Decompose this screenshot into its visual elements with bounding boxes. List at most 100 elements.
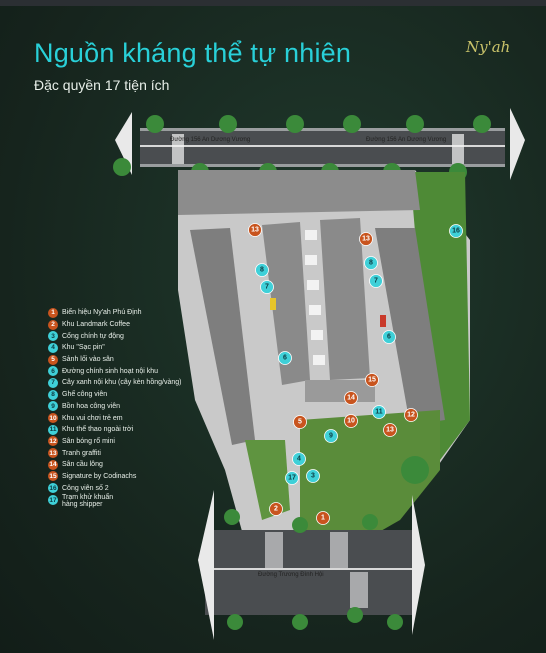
legend-label: Công viên số 2 xyxy=(62,484,109,492)
legend-number: 15 xyxy=(48,471,58,482)
legend-number: 17 xyxy=(48,495,58,505)
map-marker-1: 1 xyxy=(316,511,330,525)
legend-label: Khu "Sạc pin" xyxy=(62,344,105,352)
svg-text:7: 7 xyxy=(374,278,378,285)
legend-number: 7 xyxy=(48,377,58,388)
svg-text:6: 6 xyxy=(387,334,391,341)
legend-label: Signature by Codinachs xyxy=(62,472,137,480)
legend-label: Cổng chính tự động xyxy=(62,332,124,340)
map-marker-13: 13 xyxy=(359,232,373,246)
legend-item-9: 9 Bồn hoa công viên xyxy=(48,401,208,413)
legend-label: Khu Landmark Coffee xyxy=(62,321,130,329)
svg-text:14: 14 xyxy=(347,395,355,402)
page-title: Nguồn kháng thể tự nhiên xyxy=(34,38,352,68)
map-marker-4: 4 xyxy=(292,452,306,466)
svg-text:16: 16 xyxy=(452,228,460,235)
trees-bottom xyxy=(224,456,429,630)
map-marker-12: 12 xyxy=(404,408,418,422)
map-marker-6: 6 xyxy=(382,330,396,344)
map-marker-8: 8 xyxy=(364,256,378,270)
legend-item-16: 16 Công viên số 2 xyxy=(48,482,208,494)
legend-item-8: 8 Ghế công viên xyxy=(48,389,208,401)
legend-label: Khu vui chơi trẻ em xyxy=(62,414,123,422)
svg-text:15: 15 xyxy=(368,377,376,384)
legend-number: 10 xyxy=(48,413,58,424)
map-marker-8: 8 xyxy=(255,263,269,277)
garden-right xyxy=(410,172,470,460)
legend-label: Sảnh lối vào sân xyxy=(62,356,114,364)
legend-number: 1 xyxy=(48,307,58,318)
map-marker-6: 6 xyxy=(278,351,292,365)
legend-number: 5 xyxy=(48,354,58,365)
top-bar xyxy=(0,0,546,6)
legend-number: 6 xyxy=(48,366,58,377)
svg-text:6: 6 xyxy=(283,355,287,362)
svg-text:5: 5 xyxy=(298,419,302,426)
svg-text:8: 8 xyxy=(369,260,373,267)
legend-number: 16 xyxy=(48,483,58,494)
legend-item-7: 7 Cây xanh nội khu (cây kèn hồng/vàng) xyxy=(48,377,208,389)
legend-number: 12 xyxy=(48,436,58,447)
svg-text:17: 17 xyxy=(288,475,296,482)
svg-text:13: 13 xyxy=(386,427,394,434)
legend-item-14: 14 Sân cầu lông xyxy=(48,459,208,471)
map-markers: 13 13 8 8 7 7 16 6 6 15 14 11 12 5 10 9 13 4 17 3 2 1 xyxy=(248,223,463,525)
road-label-top-right: Đường 156 An Dương Vương xyxy=(366,137,446,143)
legend-number: 2 xyxy=(48,319,58,330)
svg-text:13: 13 xyxy=(362,236,370,243)
map-marker-13: 13 xyxy=(383,423,397,437)
map-marker-7: 7 xyxy=(260,280,274,294)
car-red xyxy=(380,315,386,327)
svg-text:8: 8 xyxy=(260,267,264,274)
park-left xyxy=(245,440,290,520)
legend-number: 3 xyxy=(48,331,58,342)
bottom-road xyxy=(198,490,425,640)
map-marker-17: 17 xyxy=(285,471,299,485)
legend-label: Sân cầu lông xyxy=(62,461,103,469)
map-marker-3: 3 xyxy=(306,469,320,483)
map-marker-7: 7 xyxy=(369,274,383,288)
map-marker-16: 16 xyxy=(449,224,463,238)
svg-text:4: 4 xyxy=(297,456,301,463)
legend-label: Đường chính sinh hoạt nội khu xyxy=(62,367,159,375)
svg-text:13: 13 xyxy=(251,227,259,234)
legend-item-5: 5 Sảnh lối vào sân xyxy=(48,354,208,366)
park-bottom xyxy=(300,410,440,560)
road-label-top-left: Đường 156 An Dương Vương xyxy=(170,137,250,143)
page-subtitle: Đặc quyền 17 tiện ích xyxy=(34,77,170,93)
map-marker-9: 9 xyxy=(324,429,338,443)
legend-label-line2: hàng shipper xyxy=(62,501,103,508)
legend-number: 8 xyxy=(48,389,58,400)
brand-logo: Ny'ah xyxy=(466,38,511,56)
svg-text:1: 1 xyxy=(321,515,325,522)
legend-label: Bồn hoa công viên xyxy=(62,402,120,410)
map-marker-14: 14 xyxy=(344,391,358,405)
legend-item-15: 15 Signature by Codinachs xyxy=(48,471,208,483)
legend-label: Cây xanh nội khu (cây kèn hồng/vàng) xyxy=(62,379,182,387)
legend-label-line1: Trạm khử khuẩn xyxy=(62,494,114,501)
roof-dividers xyxy=(305,230,325,365)
map-marker-10: 10 xyxy=(344,414,358,428)
legend-label: Ghế công viên xyxy=(62,391,108,399)
svg-text:7: 7 xyxy=(265,284,269,291)
svg-text:11: 11 xyxy=(375,409,383,416)
legend-number: 14 xyxy=(48,459,58,470)
map-marker-13: 13 xyxy=(248,223,262,237)
building-blocks xyxy=(178,170,445,445)
legend-label: Khu thể thao ngoài trời xyxy=(62,426,134,434)
svg-text:3: 3 xyxy=(311,473,315,480)
legend-item-3: 3 Cổng chính tự động xyxy=(48,330,208,342)
car-yellow xyxy=(270,298,276,310)
legend-number: 9 xyxy=(48,401,58,412)
map-marker-2: 2 xyxy=(269,502,283,516)
map-marker-5: 5 xyxy=(293,415,307,429)
legend-item-10: 10 Khu vui chơi trẻ em xyxy=(48,412,208,424)
